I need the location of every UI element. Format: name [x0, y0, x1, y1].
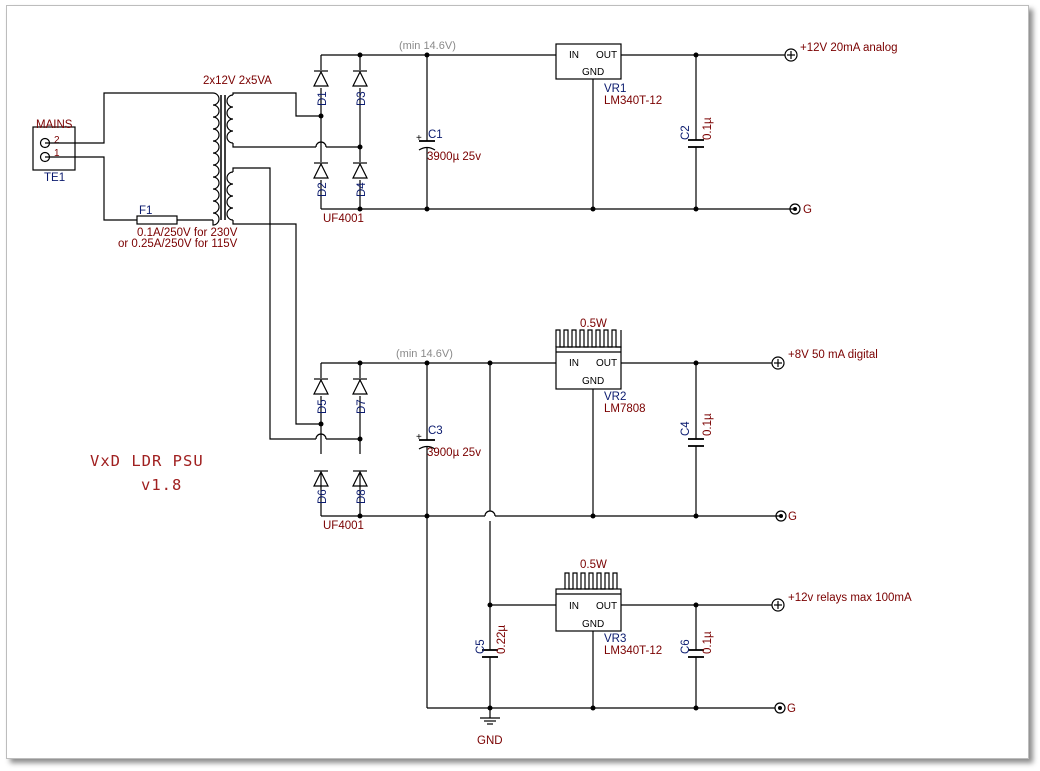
capacitor-c4: C4 0.1µ [680, 360, 714, 519]
bridge-1-type: UF4001 [323, 213, 364, 225]
fuse-note-1: 0.1A/250V for 230V [137, 227, 238, 239]
vr2-part: LM7808 [604, 403, 646, 415]
mains-pin2: 2 [54, 135, 60, 146]
diode-d6-ref: D6 [317, 489, 329, 504]
diode-d4-ref: D4 [356, 182, 368, 197]
mains-label: MAINS [36, 119, 73, 131]
diode-d1: D1 [313, 70, 329, 106]
ground-1-label: G [803, 204, 812, 216]
regulator-vr2: 0.5W IN OUT GND VR2 LM7808 [555, 318, 646, 519]
diode-d7: D7 [352, 378, 368, 414]
capacitor-c1-value: 3900µ 25v [427, 151, 481, 163]
output-2-label: +8V 50 mA digital [788, 349, 878, 361]
transformer-label: 2x12V 2x5VA [203, 75, 272, 87]
primary-wiring [45, 92, 213, 221]
output-3-label: +12v relays max 100mA [788, 592, 912, 604]
vr2-gnd-label: GND [582, 376, 604, 387]
capacitor-c5: C5 0.22µ [475, 605, 508, 718]
min-voltage-note-top: (min 14.6V) [399, 40, 456, 52]
output-1-label: +12V 20mA analog [800, 42, 898, 54]
vr3-gnd-label: GND [582, 619, 604, 630]
vr1-ref: VR1 [604, 83, 626, 95]
regulator-vr1: IN OUT GND VR1 LM340T-12 [555, 43, 662, 212]
transformer: 2x12V 2x5VA [203, 75, 272, 226]
ground-terminal-2: G [775, 510, 797, 523]
vr3-out-label: OUT [596, 601, 617, 612]
schematic-title: VxD LDR PSU [90, 452, 204, 470]
bridge-1: D1 D3 D2 D4 UF4001 [313, 52, 793, 225]
fuse-ref: F1 [139, 205, 152, 217]
ground-terminal-1: G [789, 203, 812, 216]
diode-d8-ref: D8 [356, 489, 368, 504]
fuse-note-2: or 0.25A/250V for 115V [118, 238, 238, 250]
output-terminal-3: +12v relays max 100mA [771, 592, 912, 612]
diode-d7-ref: D7 [356, 399, 368, 414]
diode-d5: D5 [313, 378, 329, 414]
diode-d6: D6 [313, 470, 329, 504]
secondary-wiring [232, 92, 360, 440]
capacitor-c2-ref: C2 [680, 125, 692, 140]
ground-terminal-3: G [774, 702, 796, 715]
diode-d8: D8 [352, 470, 368, 504]
capacitor-c6: C6 0.1µ [680, 602, 714, 711]
fuse-f1: F1 0.1A/250V for 230V or 0.25A/250V for … [118, 205, 238, 250]
diode-d3: D3 [352, 70, 368, 106]
capacitor-c6-ref: C6 [680, 639, 692, 654]
vr1-gnd-label: GND [582, 67, 604, 78]
regulator-vr3: 0.5W IN OUT GND VR3 LM340T-12 [555, 559, 662, 711]
vr2-ref: VR2 [604, 391, 626, 403]
bridge-2-type: UF4001 [323, 520, 364, 532]
capacitor-c5-ref: C5 [475, 639, 487, 654]
ground-3-label: G [787, 703, 796, 715]
vr2-out-label: OUT [596, 358, 617, 369]
diode-d4: D4 [352, 162, 368, 197]
vr3-heatsink: 0.5W [580, 559, 607, 571]
vr1-in-label: IN [569, 50, 579, 61]
mains-ref: TE1 [44, 172, 65, 184]
svg-text:+: + [416, 133, 422, 144]
ground-2-label: G [788, 511, 797, 523]
capacitor-c2: C2 0.1µ [680, 52, 714, 212]
diode-d5-ref: D5 [317, 399, 329, 414]
capacitor-c3-value: 3900µ 25v [427, 447, 481, 459]
vr2-in-label: IN [569, 358, 579, 369]
capacitor-c4-ref: C4 [680, 421, 692, 436]
capacitor-c2-value: 0.1µ [702, 117, 714, 140]
vr1-part: LM340T-12 [604, 95, 662, 107]
svg-text:+: + [416, 432, 422, 443]
capacitor-c1: + C1 3900µ 25v [416, 52, 481, 212]
capacitor-c1-ref: C1 [428, 129, 443, 141]
vr3-part: LM340T-12 [604, 645, 662, 657]
diode-d3-ref: D3 [356, 91, 368, 106]
mains-connector: MAINS 2 1 TE1 [32, 119, 76, 184]
capacitor-c3-ref: C3 [428, 425, 443, 437]
capacitor-c3: + C3 3900µ 25v [416, 360, 481, 708]
diode-d1-ref: D1 [317, 91, 329, 106]
mains-pin1: 1 [54, 148, 60, 159]
schematic-version: v1.8 [141, 476, 182, 494]
capacitor-c5-value: 0.22µ [496, 625, 508, 654]
capacitor-c4-value: 0.1µ [702, 413, 714, 436]
diode-d2-ref: D2 [317, 182, 329, 197]
bridge-2: D5 D7 D6 D8 UF4001 [313, 360, 779, 532]
vr1-out-label: OUT [596, 50, 617, 61]
output-terminal-1: +12V 20mA analog [784, 42, 898, 62]
ground-symbol: GND [477, 717, 503, 747]
vr3-in-label: IN [569, 601, 579, 612]
output-terminal-2: +8V 50 mA digital [771, 349, 878, 370]
vr3-ref: VR3 [604, 633, 626, 645]
capacitor-c6-value: 0.1µ [702, 631, 714, 654]
schematic-frame [6, 5, 1029, 759]
min-voltage-note-bottom: (min 14.6V) [396, 348, 453, 360]
vr2-heatsink: 0.5W [580, 318, 607, 330]
diode-d2: D2 [313, 162, 329, 197]
ground-label: GND [477, 735, 503, 747]
